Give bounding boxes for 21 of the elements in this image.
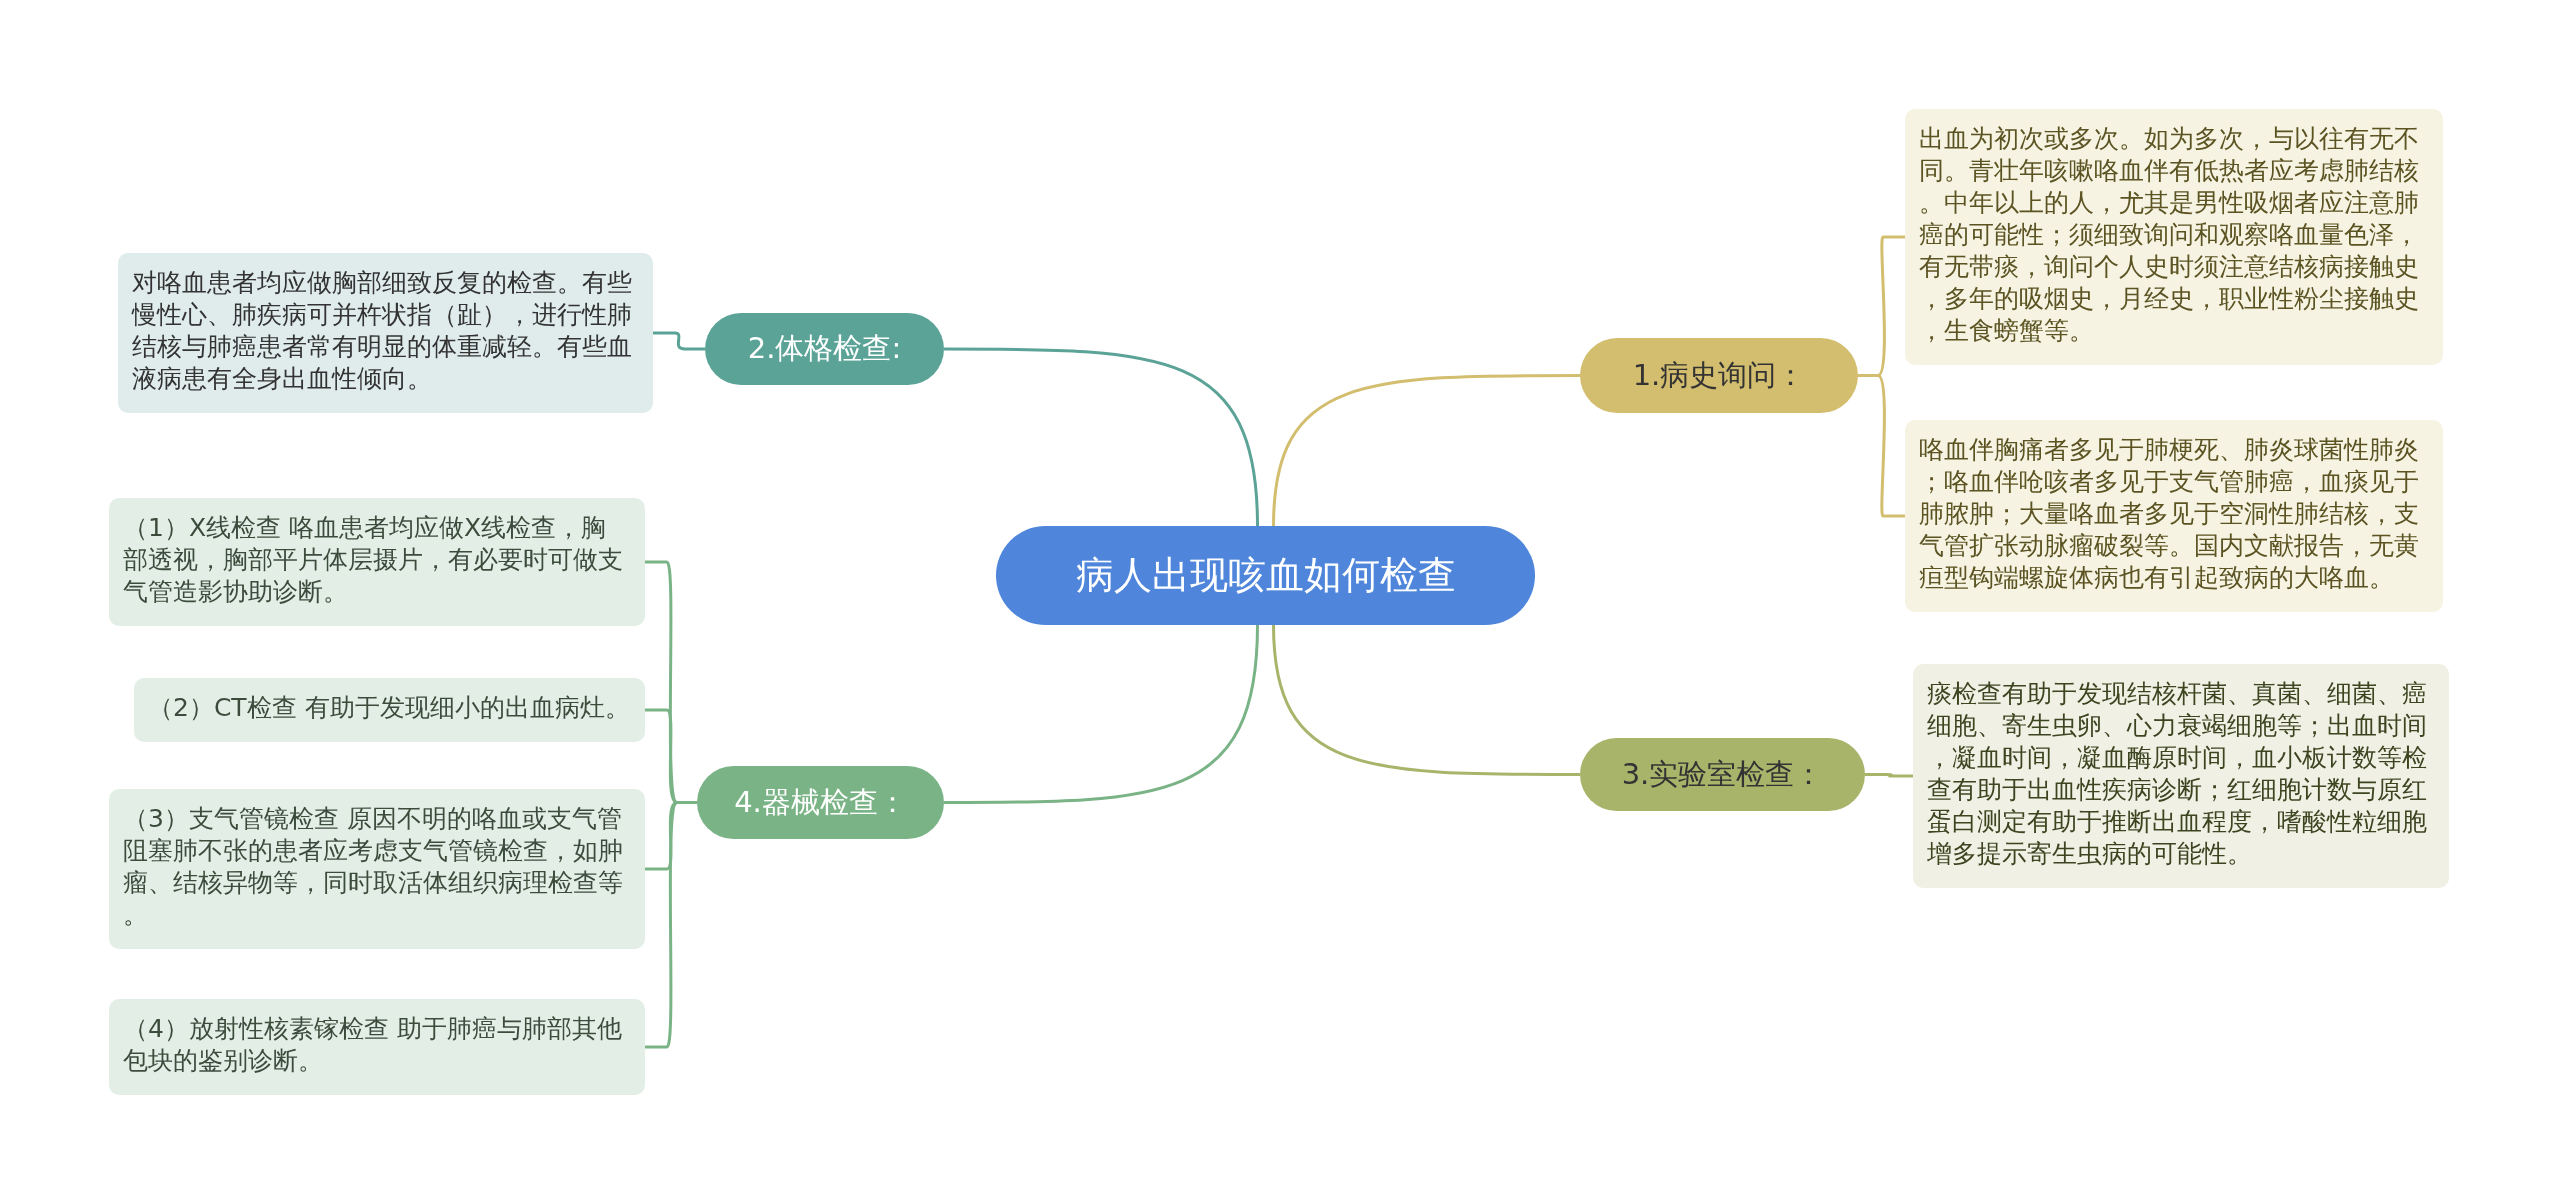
detail-box: 出血为初次或多次。如为多次，与以往有无不同。青壮年咳嗽咯血伴有低热者应考虑肺结核。中年以上的人，尤其是男性吸烟者应注意肺癌的可能性；须细致询问和观察咯血量色泽，有无带痰，询问个人史时须注意结核病接触史，多年的吸烟史，月经史，职业性粉尘接触史，生食螃蟹等。 bbox=[1905, 109, 2443, 365]
detail-box: 咯血伴胸痛者多见于肺梗死、肺炎球菌性肺炎；咯血伴呛咳者多见于支气管肺癌，血痰见于肺脓肿；大量咯血者多见于空洞性肺结核，支气管扩张动脉瘤破裂等。国内文献报告，无黄疸型钩端螺旋体病也有引起致病的大咯血。 bbox=[1905, 420, 2443, 612]
connector-line bbox=[1272, 374, 1580, 527]
connector-line bbox=[653, 331, 705, 351]
detail-box: （1）X线检查 咯血患者均应做X线检查，胸部透视，胸部平片体层摄片，有必要时可做支气管造影协助诊断。 bbox=[109, 498, 645, 626]
branch-topic: 2.体格检查: bbox=[705, 313, 944, 385]
detail-box: 痰检查有助于发现结核杆菌、真菌、细菌、癌细胞、寄生虫卵、心力衰竭细胞等；出血时间，凝血时间，凝血酶原时间，血小板计数等检查有助于出血性疾病诊断；红细胞计数与原红蛋白测定有助于推断出血程度，嗜酸性粒细胞增多提示寄生虫病的可能性。 bbox=[1913, 664, 2449, 888]
branch-topic: 1.病史询问： bbox=[1580, 338, 1858, 413]
detail-box: （2）CT检查 有助于发现细小的出血病灶。 bbox=[134, 678, 645, 742]
connector-line bbox=[1272, 624, 1580, 776]
connector-line bbox=[944, 624, 1259, 804]
connector-line bbox=[944, 347, 1259, 527]
central-topic: 病人出现咳血如何检查 bbox=[996, 526, 1535, 625]
detail-box: （3）支气管镜检查 原因不明的咯血或支气管阻塞肺不张的患者应考虑支气管镜检查，如肿瘤、结核异物等，同时取活体组织病理检查等。 bbox=[109, 789, 645, 949]
connector-line bbox=[1865, 773, 1913, 778]
connector-line bbox=[1858, 374, 1905, 518]
detail-box: （4）放射性核素镓检查 助于肺癌与肺部其他包块的鉴别诊断。 bbox=[109, 999, 645, 1095]
detail-box: 对咯血患者均应做胸部细致反复的检查。有些慢性心、肺疾病可并杵状指（趾），进行性肺结核与肺癌患者常有明显的体重减轻。有些血液病患有全身出血性倾向。 bbox=[118, 253, 653, 413]
branch-topic: 3.实验室检查： bbox=[1580, 738, 1865, 811]
connector-line bbox=[645, 801, 697, 1049]
branch-topic: 4.器械检查： bbox=[697, 766, 944, 839]
